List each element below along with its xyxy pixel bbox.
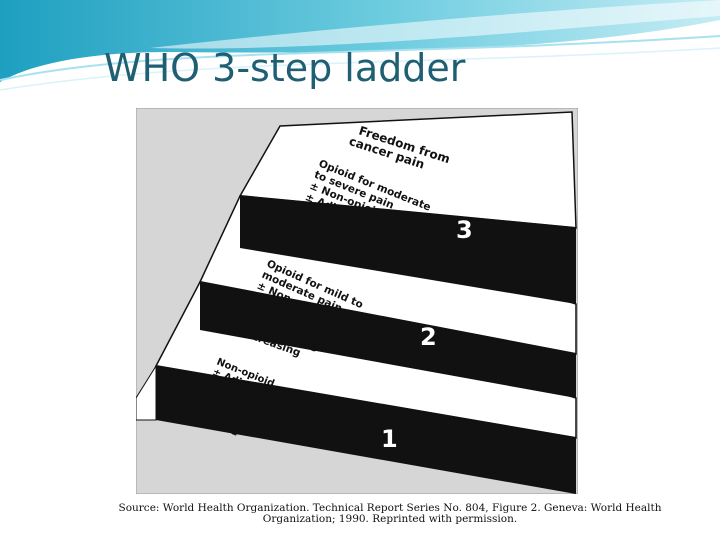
step-2-front-edge bbox=[199, 281, 577, 355]
step-1-number: 1 bbox=[381, 425, 398, 453]
step-3-number: 3 bbox=[456, 216, 473, 244]
source-citation: Source: World Health Organization. Techn… bbox=[118, 502, 662, 525]
step-1-front-face bbox=[156, 366, 576, 494]
slide-title: WHO 3-step ladder bbox=[104, 46, 466, 90]
banner-wave-line-2 bbox=[0, 47, 720, 91]
step-1-end-face bbox=[136, 364, 157, 421]
step-3-front-edge bbox=[239, 195, 577, 229]
banner-wave-light bbox=[150, 0, 720, 49]
header-swoosh-banner bbox=[0, 0, 720, 91]
step-3-front-face bbox=[240, 196, 576, 304]
step-1-front-edge bbox=[155, 365, 577, 439]
banner-wave-line bbox=[0, 35, 720, 81]
step-2-number: 2 bbox=[420, 323, 437, 351]
who-ladder-diagram: 1 2 3 Freedom from cancer pain Opioid fo… bbox=[136, 108, 578, 494]
step-2-front-face bbox=[200, 282, 576, 398]
